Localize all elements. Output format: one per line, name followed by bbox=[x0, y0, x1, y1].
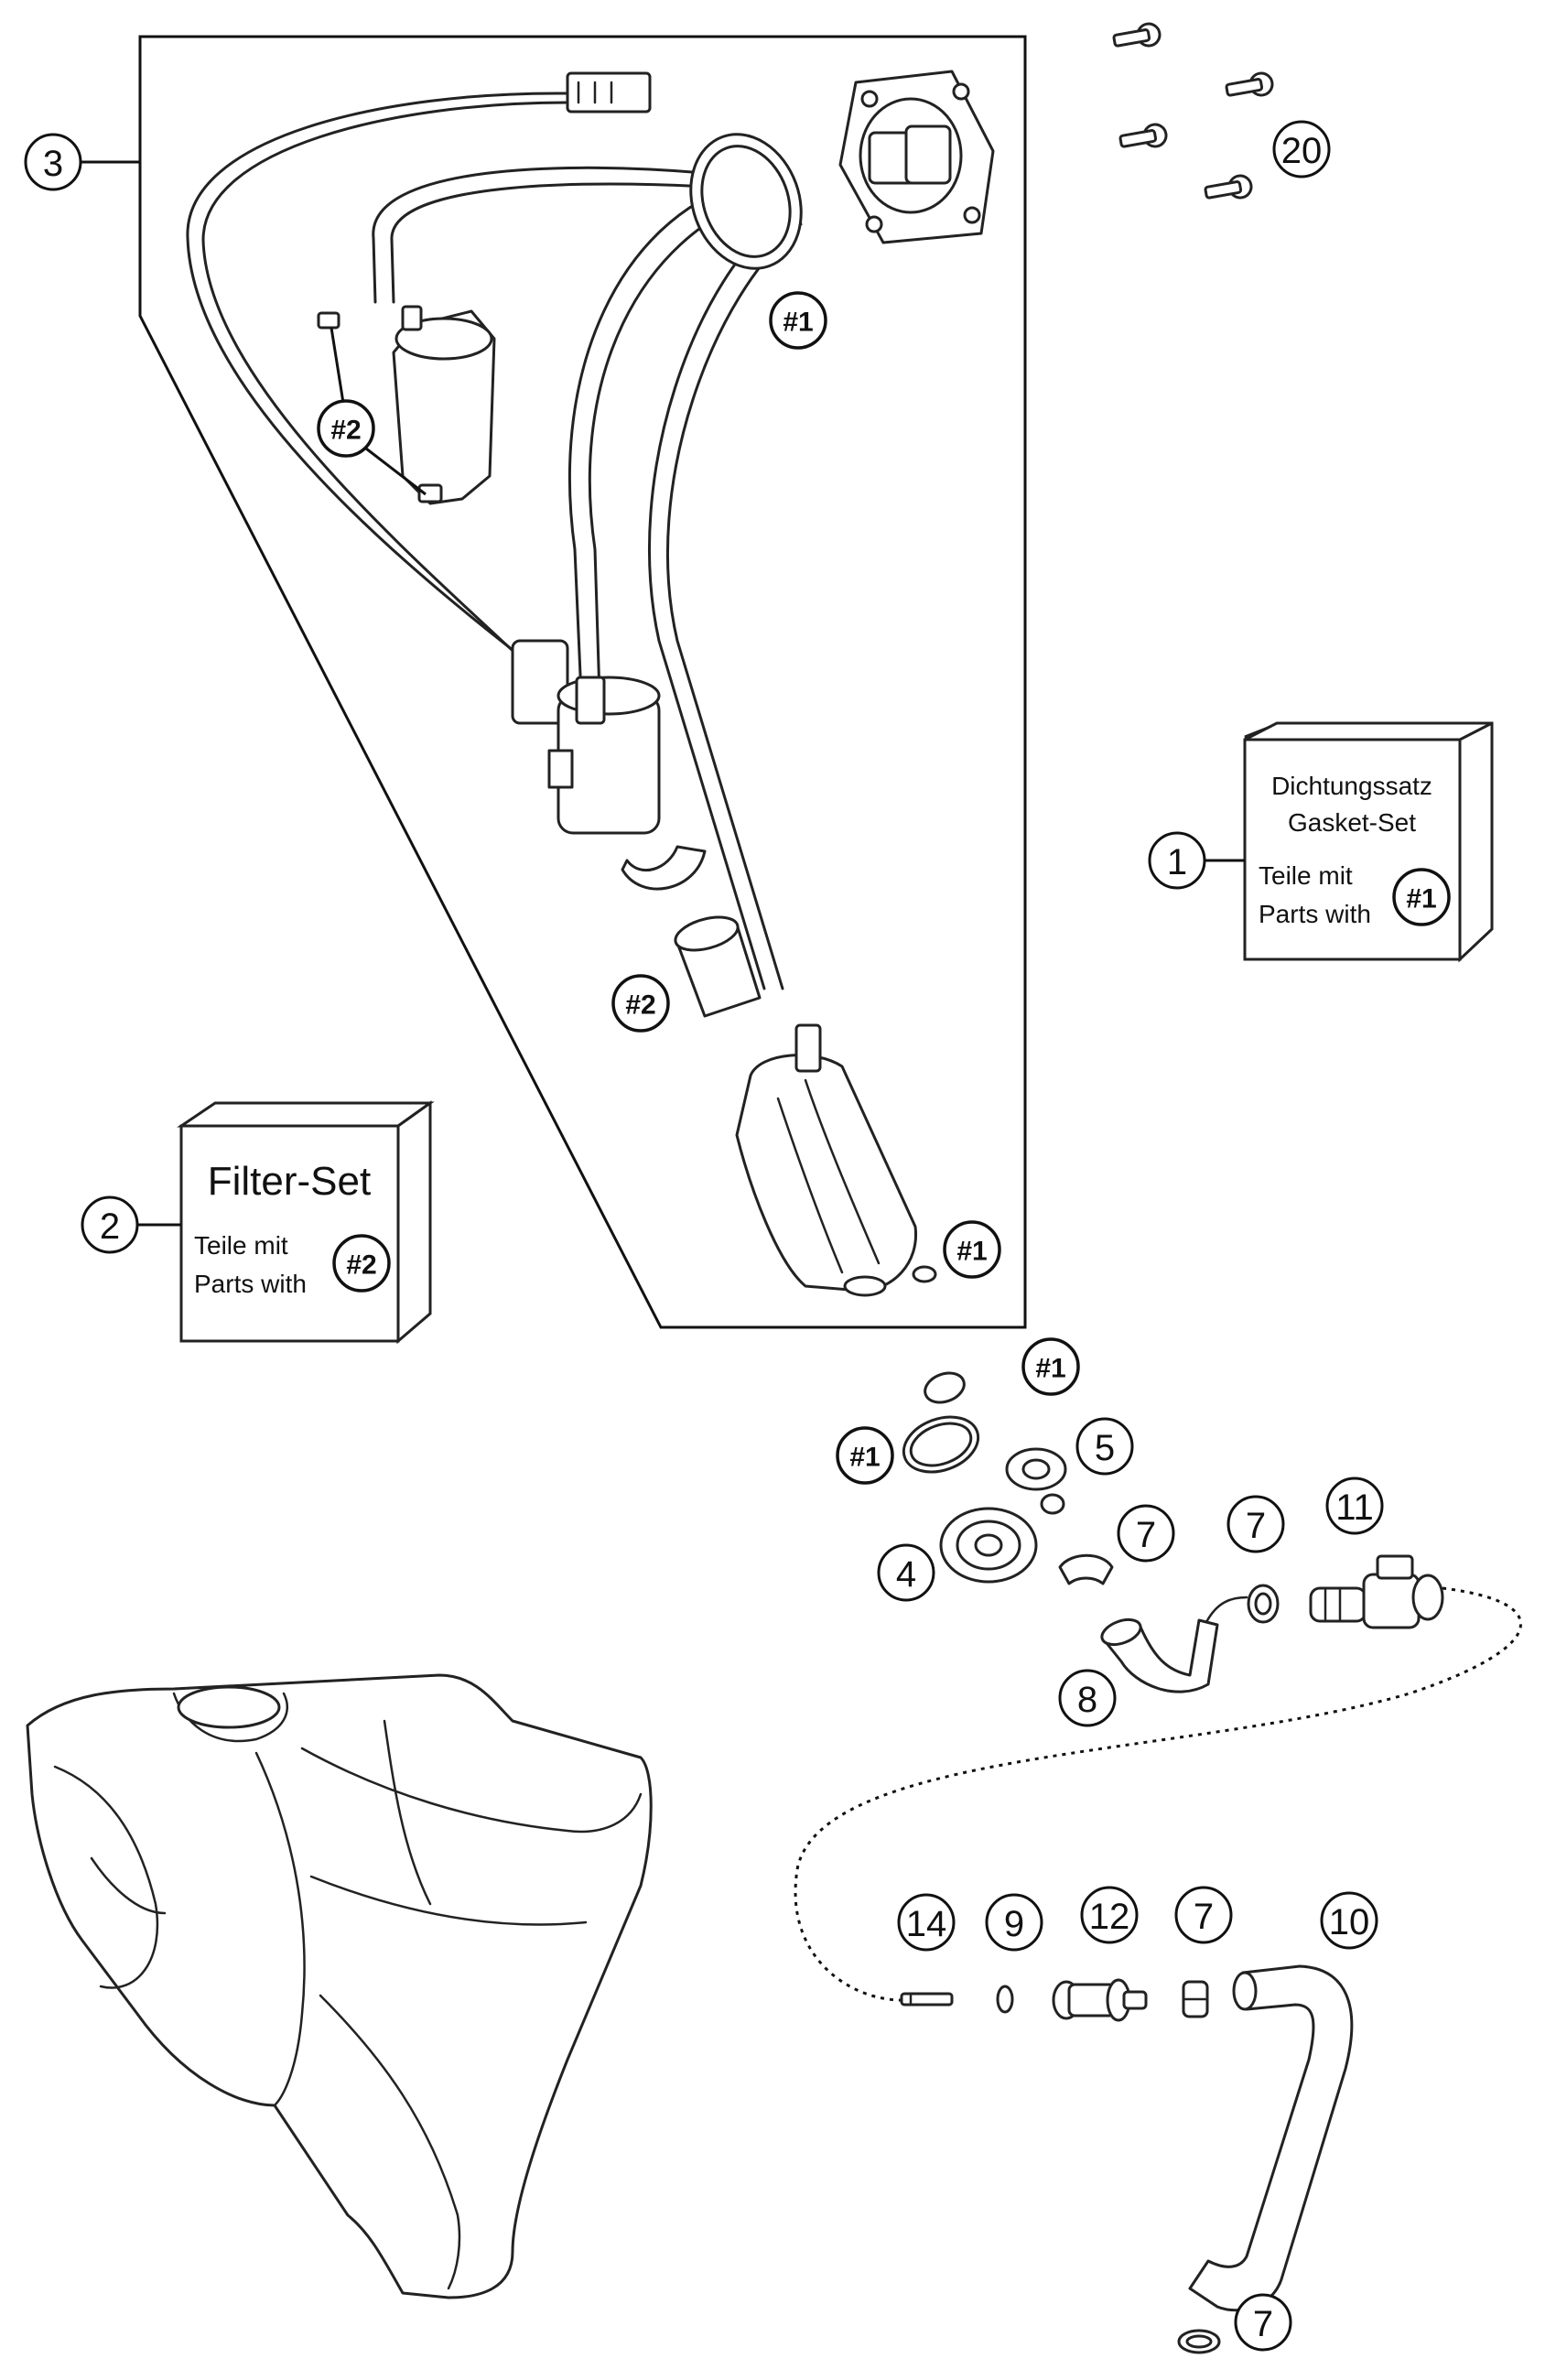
ref-2-filter: #2 bbox=[317, 399, 375, 458]
callout-7-c: 7 bbox=[1174, 1886, 1233, 1944]
hose-clamp-3 bbox=[1182, 1980, 1209, 2018]
ref-2-leader-b bbox=[365, 447, 427, 496]
callout-2: 2 bbox=[81, 1195, 139, 1254]
ref-2-leader-a bbox=[330, 327, 345, 404]
o-ring-large bbox=[902, 1415, 980, 1474]
svg-text:#2: #2 bbox=[346, 1250, 376, 1281]
gasket-set-title-de: Dichtungssatz bbox=[1271, 772, 1432, 800]
callout-3: 3 bbox=[24, 133, 82, 191]
check-valve bbox=[1052, 1978, 1148, 2022]
svg-text:4: 4 bbox=[896, 1554, 916, 1595]
svg-text:10: 10 bbox=[1329, 1902, 1370, 1942]
callout-9: 9 bbox=[985, 1893, 1043, 1952]
ref-1-flange: #1 bbox=[769, 291, 827, 350]
callout-20: 20 bbox=[1272, 120, 1331, 178]
wiring-harness-2 bbox=[201, 101, 569, 661]
vent-hose bbox=[1188, 1964, 1354, 2312]
electrical-connector bbox=[566, 71, 652, 114]
filter-clip-top bbox=[317, 311, 340, 330]
elbow-hose bbox=[1100, 1617, 1219, 1693]
callout-7-a: 7 bbox=[1117, 1504, 1175, 1563]
svg-text:5: 5 bbox=[1095, 1428, 1115, 1468]
callout-5: 5 bbox=[1075, 1417, 1134, 1476]
svg-text:11: 11 bbox=[1335, 1488, 1374, 1528]
pump-flange bbox=[838, 70, 995, 244]
wiring-harness bbox=[186, 92, 569, 652]
callout-7-b: 7 bbox=[1226, 1495, 1285, 1553]
screws-set bbox=[1112, 22, 1274, 200]
svg-text:#1: #1 bbox=[1035, 1354, 1065, 1384]
hose-clamp-1 bbox=[1058, 1553, 1114, 1585]
svg-text:7: 7 bbox=[1246, 1506, 1266, 1546]
ref-1-o-ring-large: #1 bbox=[836, 1426, 894, 1485]
o-ring-small bbox=[924, 1371, 966, 1404]
connector-nipple bbox=[1005, 1447, 1067, 1515]
svg-text:2: 2 bbox=[100, 1206, 120, 1247]
connector-base bbox=[939, 1507, 1038, 1584]
hose-clamp-2 bbox=[1247, 1584, 1280, 1624]
svg-text:9: 9 bbox=[1004, 1904, 1024, 1944]
svg-text:#1: #1 bbox=[783, 308, 813, 338]
svg-text:12: 12 bbox=[1089, 1897, 1130, 1937]
filter-set-line1: Teile mit bbox=[194, 1231, 288, 1260]
quick-connector bbox=[1309, 1554, 1444, 1629]
filter-set-box: Filter-Set Teile mit Parts with #2 bbox=[177, 1100, 435, 1345]
callout-11: 11 bbox=[1325, 1477, 1384, 1535]
callout-8: 8 bbox=[1058, 1669, 1117, 1727]
ref-1-housing: #1 bbox=[943, 1220, 1001, 1279]
callout-4: 4 bbox=[877, 1543, 935, 1602]
gasket-set-line2: Parts with bbox=[1259, 900, 1371, 928]
svg-text:7: 7 bbox=[1136, 1515, 1156, 1555]
svg-text:20: 20 bbox=[1281, 131, 1323, 171]
fuel-pump-assembly-outline bbox=[138, 35, 1027, 1329]
fuel-hose-1b bbox=[390, 182, 725, 304]
filter-clip-bottom bbox=[417, 483, 443, 503]
svg-text:1: 1 bbox=[1167, 842, 1187, 882]
svg-text:#2: #2 bbox=[330, 416, 361, 446]
svg-text:#2: #2 bbox=[625, 990, 655, 1021]
svg-text:8: 8 bbox=[1077, 1680, 1097, 1720]
filter-sleeve bbox=[674, 915, 762, 1018]
callout-10: 10 bbox=[1320, 1891, 1378, 1950]
housing-o-ring bbox=[912, 1265, 937, 1283]
hose-link bbox=[1205, 1596, 1248, 1624]
svg-text:7: 7 bbox=[1194, 1897, 1214, 1937]
svg-text:14: 14 bbox=[906, 1904, 947, 1944]
fuel-hose-2b bbox=[588, 195, 762, 698]
fuel-pump-body bbox=[511, 639, 707, 891]
hose-clamp-4 bbox=[1177, 2329, 1221, 2354]
gasket-set-line1: Teile mit bbox=[1259, 861, 1353, 890]
ref-2-sleeve: #2 bbox=[611, 974, 670, 1033]
gasket-set-title-en: Gasket-Set bbox=[1288, 808, 1416, 837]
pump-housing bbox=[735, 1023, 918, 1297]
callout-14: 14 bbox=[897, 1893, 956, 1952]
fuel-filter bbox=[392, 305, 496, 505]
filter-set-title: Filter-Set bbox=[208, 1159, 371, 1204]
ref-1-o-ring-small: #1 bbox=[1021, 1337, 1080, 1396]
fuel-hose-1 bbox=[372, 166, 716, 304]
svg-text:#1: #1 bbox=[956, 1237, 987, 1267]
svg-text:#1: #1 bbox=[1406, 884, 1436, 914]
callout-1: 1 bbox=[1148, 831, 1206, 890]
small-o-ring bbox=[996, 1985, 1014, 2014]
callout-12: 12 bbox=[1080, 1886, 1139, 1944]
fuel-tank bbox=[26, 1673, 653, 2299]
svg-text:#1: #1 bbox=[849, 1443, 880, 1473]
vent-pin bbox=[900, 1992, 954, 2007]
svg-text:3: 3 bbox=[43, 144, 63, 184]
vent-line-path bbox=[794, 1586, 1522, 2002]
gasket-set-box: Dichtungssatz Gasket-Set Teile mit Parts… bbox=[1243, 721, 1494, 963]
callout-7-d: 7 bbox=[1234, 2293, 1292, 2352]
svg-text:7: 7 bbox=[1253, 2304, 1273, 2344]
filter-set-line2: Parts with bbox=[194, 1270, 307, 1298]
flange-seal-ring bbox=[689, 133, 803, 270]
